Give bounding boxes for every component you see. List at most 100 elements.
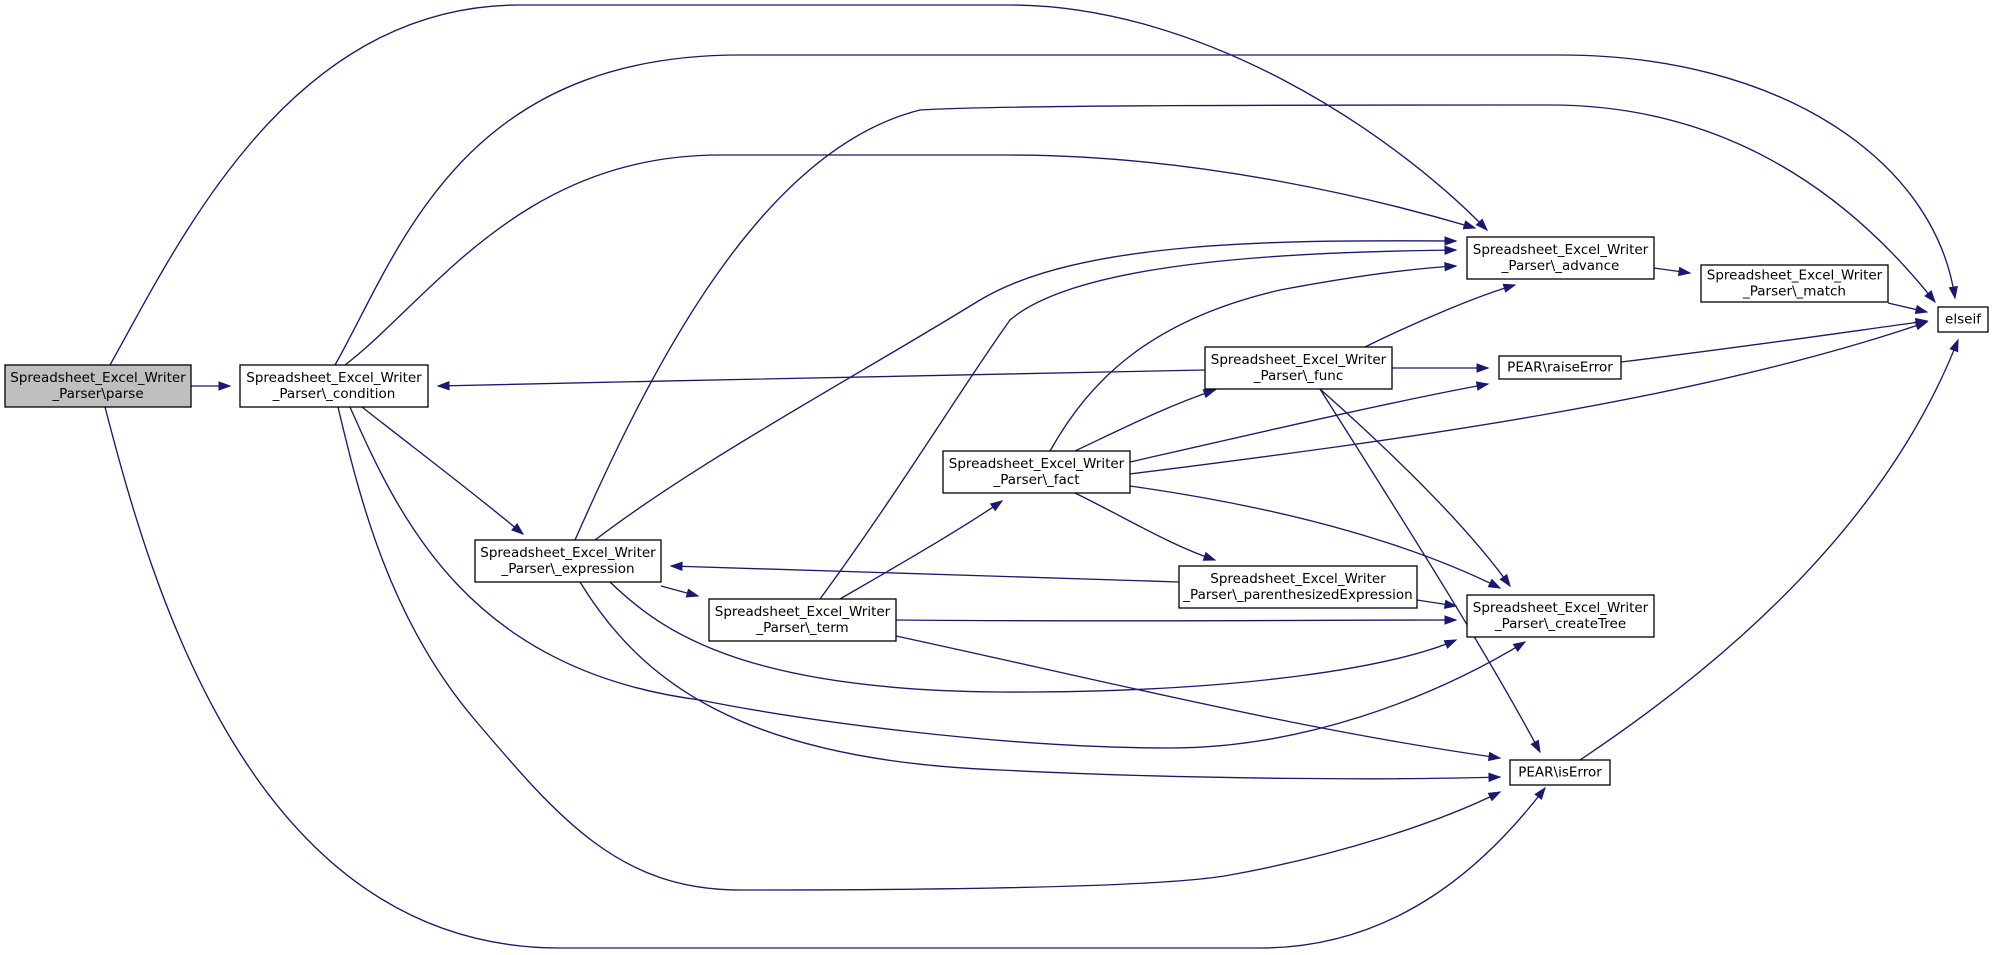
edge-line: [609, 581, 1457, 693]
arrowhead: [1948, 285, 1958, 300]
node-condition[interactable]: Spreadsheet_Excel_Writer_Parser\_conditi…: [239, 364, 429, 408]
node-label: _Parser\_term: [755, 620, 848, 636]
node-label: Spreadsheet_Excel_Writer: [10, 370, 186, 386]
edge-line: [670, 565, 1180, 583]
arrowhead: [1487, 791, 1502, 802]
edge-line: [1074, 492, 1216, 561]
edge-parenthesized-to-createtree: [1416, 599, 1458, 609]
edge-fact-to-func: [1074, 389, 1217, 452]
arrowhead: [436, 381, 450, 391]
edge-advance-to-match: [1653, 266, 1692, 277]
edge-expression-to-term: [660, 585, 700, 598]
node-label: _Parser\_expression: [500, 561, 634, 577]
arrowhead: [511, 523, 525, 535]
node-label: elseif: [1945, 312, 1982, 328]
arrowhead: [1444, 245, 1458, 255]
node-label: _Parser\_advance: [1501, 258, 1620, 274]
node-box: [708, 598, 897, 642]
edge-line: [1074, 389, 1216, 452]
edge-line: [839, 500, 1003, 600]
edge-fact-to-parenthesized: [1074, 492, 1217, 561]
edge-line: [895, 619, 1457, 622]
edge-condition-to-elseif: [334, 54, 1958, 366]
arrowhead: [1487, 578, 1502, 589]
node-elseif[interactable]: elseif: [1937, 306, 1989, 333]
edge-line: [895, 635, 1501, 759]
arrowhead: [1530, 739, 1541, 754]
arrowhead: [1487, 751, 1502, 762]
edge-line: [574, 104, 1936, 541]
edge-func-to-iserror: [1319, 388, 1541, 754]
node-box: [1498, 355, 1622, 380]
arrowhead: [1475, 381, 1490, 391]
edge-fact-to-advance: [1049, 261, 1458, 452]
edge-func-to-condition: [436, 369, 1206, 391]
arrowhead: [1924, 290, 1936, 304]
node-box: [1937, 306, 1989, 333]
edge-line: [1129, 383, 1489, 463]
edge-line: [594, 240, 1457, 541]
node-label: Spreadsheet_Excel_Writer: [480, 545, 656, 561]
arrowhead: [1914, 317, 1929, 328]
node-expression[interactable]: Spreadsheet_Excel_Writer_Parser\_express…: [474, 539, 662, 583]
edge-iserror-to-elseif: [1579, 338, 1959, 761]
arrowhead: [1444, 615, 1458, 625]
node-fact[interactable]: Spreadsheet_Excel_Writer_Parser\_fact: [942, 450, 1131, 494]
edge-line: [1319, 388, 1511, 587]
edge-raiseerror-to-elseif: [1620, 317, 1929, 363]
arrowhead: [1677, 266, 1692, 277]
edge-line: [334, 54, 1956, 366]
node-createtree[interactable]: Spreadsheet_Excel_Writer_Parser\_createT…: [1466, 594, 1655, 638]
node-term[interactable]: Spreadsheet_Excel_Writer_Parser\_term: [708, 598, 897, 642]
arrowhead: [1202, 551, 1217, 561]
node-parenthesized[interactable]: Spreadsheet_Excel_Writer_Parser\_parenth…: [1178, 565, 1418, 609]
edge-condition-to-expression: [361, 406, 525, 535]
arrowhead: [1443, 639, 1458, 649]
node-label: _Parser\_match: [1742, 284, 1846, 300]
node-label: _Parser\_createTree: [1494, 616, 1626, 632]
node-parse[interactable]: Spreadsheet_Excel_Writer_Parser\parse: [4, 364, 192, 408]
arrowhead: [1488, 772, 1502, 783]
node-iserror[interactable]: PEAR\isError: [1509, 759, 1611, 786]
node-label: _Parser\_parenthesizedExpression: [1182, 587, 1412, 603]
node-label: Spreadsheet_Excel_Writer: [246, 370, 422, 386]
node-label: _Parser\_func: [1253, 368, 1344, 384]
node-label: Spreadsheet_Excel_Writer: [1473, 600, 1649, 616]
node-label: Spreadsheet_Excel_Writer: [1473, 242, 1649, 258]
edge-line: [437, 369, 1206, 387]
arrowhead: [1499, 573, 1511, 588]
node-func[interactable]: Spreadsheet_Excel_Writer_Parser\_func: [1204, 346, 1393, 390]
edge-line: [109, 4, 1488, 366]
edge-line: [1129, 321, 1928, 475]
edge-fact-to-elseif: [1129, 321, 1929, 475]
node-box: [4, 364, 192, 408]
edge-line: [1364, 284, 1516, 348]
arrowhead: [669, 561, 683, 572]
node-box: [1509, 759, 1611, 786]
arrowhead: [1502, 283, 1517, 293]
nodes-layer: Spreadsheet_Excel_Writer_Parser\parseSpr…: [4, 236, 1989, 786]
node-box: [1204, 346, 1393, 390]
node-box: [239, 364, 429, 408]
edge-parse-to-condition: [191, 381, 232, 391]
node-raiseerror[interactable]: PEAR\raiseError: [1498, 355, 1622, 380]
node-advance[interactable]: Spreadsheet_Excel_Writer_Parser\_advance: [1466, 236, 1655, 280]
node-match[interactable]: Spreadsheet_Excel_Writer_Parser\_match: [1700, 264, 1889, 303]
node-label: PEAR\isError: [1518, 765, 1602, 781]
edge-line: [344, 154, 1476, 366]
edge-line: [1319, 388, 1541, 753]
edge-fact-to-raiseerror: [1129, 381, 1490, 463]
edge-fact-to-createtree: [1129, 485, 1502, 589]
arrowhead: [218, 381, 232, 391]
edge-term-to-createtree: [895, 615, 1458, 625]
arrowhead: [1462, 220, 1477, 230]
edge-term-to-iserror: [895, 635, 1502, 762]
edge-line: [337, 406, 1501, 891]
node-label: _Parser\_fact: [992, 472, 1079, 488]
node-label: Spreadsheet_Excel_Writer: [1211, 352, 1387, 368]
edges-layer: [104, 4, 1959, 949]
arrowhead: [1914, 304, 1929, 315]
node-label: PEAR\raiseError: [1507, 360, 1613, 376]
edge-expression-to-iserror: [579, 581, 1502, 783]
arrowhead: [1444, 236, 1458, 246]
